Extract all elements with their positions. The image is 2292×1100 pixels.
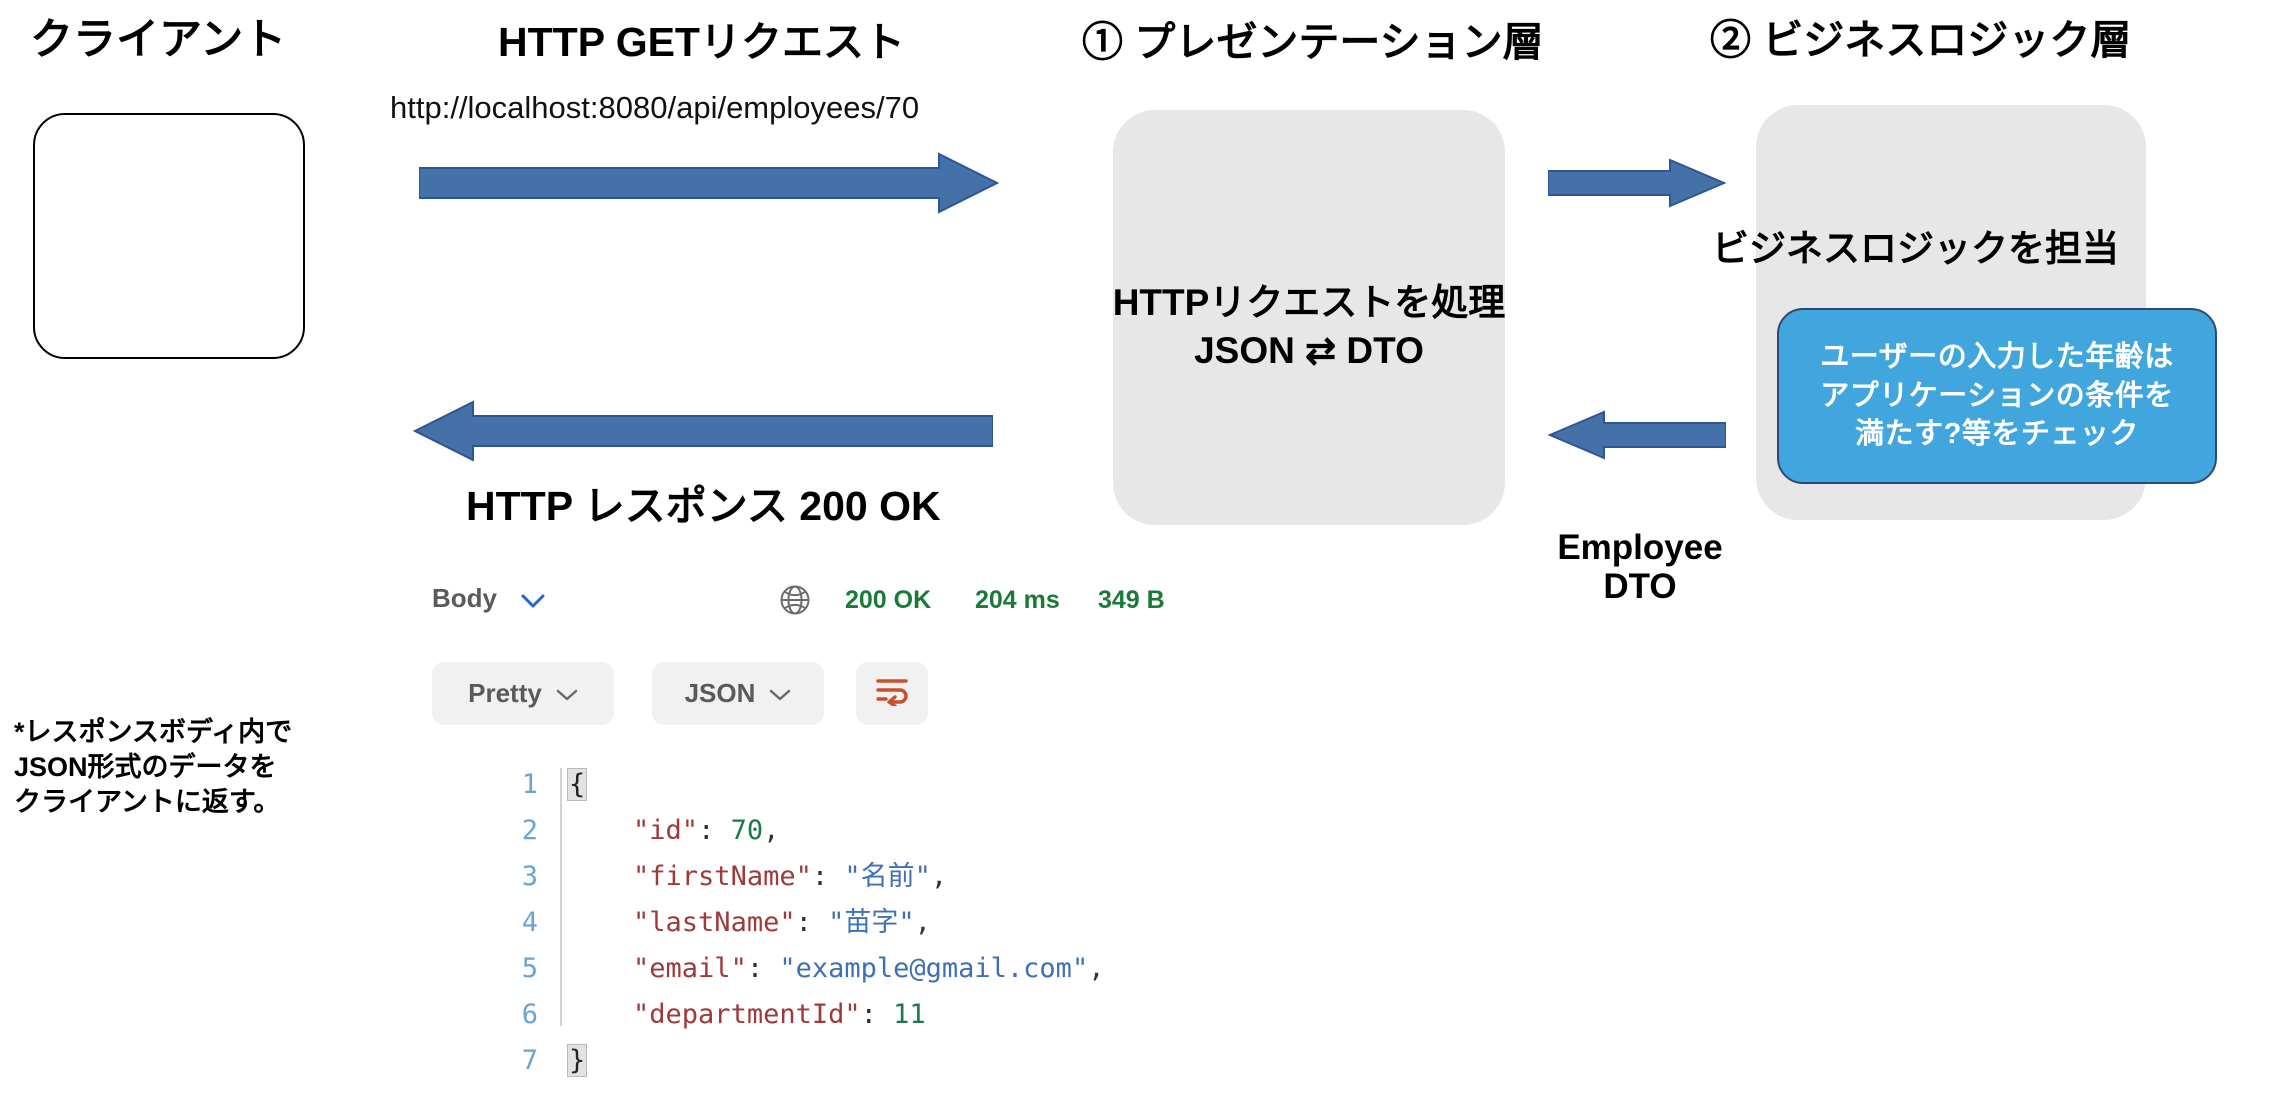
- json-string-value: "名前": [844, 861, 931, 892]
- word-wrap-icon: [874, 674, 910, 713]
- client-box: [33, 113, 305, 359]
- json-colon: :: [698, 815, 731, 846]
- layer-1-body-line-2: JSON ⇄ DTO: [1194, 330, 1424, 371]
- line-number-gutter: 1 2 3 4 5 6 7: [472, 762, 538, 1084]
- json-comma: ,: [930, 861, 948, 892]
- callout-line-1: ユーザーの入力した年齢は: [1820, 340, 2174, 373]
- word-wrap-button[interactable]: [856, 662, 928, 725]
- chevron-down-icon: [769, 678, 791, 709]
- line-number: 3: [521, 861, 538, 892]
- json-brace: }: [566, 1044, 588, 1077]
- callout-line-2: アプリケーションの条件を: [1820, 379, 2174, 412]
- left-block-arrow-icon: [413, 400, 993, 462]
- json-comma: ,: [914, 907, 931, 938]
- layer-back-arrow: [1548, 410, 1726, 460]
- json-comma: ,: [1088, 953, 1105, 984]
- response-body-note: *レスポンスボディ内で JSON形式のデータを クライアントに返す。: [14, 717, 293, 818]
- language-select-value: JSON: [684, 678, 756, 708]
- json-code[interactable]: { "id": 70, "firstName": "名前", "lastName…: [566, 762, 1104, 1084]
- json-string-value: "苗字": [828, 907, 915, 938]
- json-key: "departmentId": [633, 999, 861, 1030]
- client-title: クライアント: [30, 16, 287, 64]
- right-block-arrow-icon: [1548, 158, 1726, 208]
- line-number: 4: [521, 907, 538, 938]
- json-key: "email": [633, 953, 747, 984]
- json-indent: [568, 907, 633, 938]
- validation-callout: ユーザーの入力した年齢は アプリケーションの条件を 満たす?等をチェック: [1777, 308, 2217, 484]
- employee-dto-label: Employee DTO: [1540, 528, 1740, 606]
- json-key: "lastName": [633, 907, 796, 938]
- layer-1-body-line-1: HTTPリクエストを処理: [1112, 282, 1506, 323]
- json-line: "firstName": "名前",: [568, 854, 1104, 900]
- request-arrow: [419, 152, 999, 214]
- json-indent: [568, 953, 633, 984]
- request-url: http://localhost:8080/api/employees/70: [390, 90, 920, 125]
- json-line: {: [566, 762, 1104, 808]
- json-indent: [568, 815, 633, 846]
- employee-dto-line-1: Employee: [1557, 528, 1723, 567]
- body-tab-label: Body: [432, 583, 497, 613]
- json-colon: :: [860, 999, 894, 1030]
- json-key: "id": [633, 815, 699, 846]
- json-comma: ,: [763, 815, 780, 846]
- layer-1-box: [1113, 110, 1505, 525]
- json-number-value: 11: [893, 999, 926, 1030]
- layer-forward-arrow: [1548, 158, 1726, 208]
- json-colon: :: [811, 861, 845, 892]
- response-time: 204 ms: [975, 586, 1060, 614]
- body-tab[interactable]: Body: [432, 583, 546, 616]
- json-viewer[interactable]: 1 2 3 4 5 6 7 { "id": 70, "firstName": "名前", "…: [472, 762, 1232, 1092]
- status-code: 200 OK: [845, 586, 932, 614]
- json-indent: [568, 999, 633, 1030]
- callout-line-3: 満たす?等をチェック: [1855, 418, 2139, 451]
- chevron-down-icon: [556, 678, 578, 709]
- json-line: "lastName": "苗字",: [568, 900, 1104, 946]
- gutter-divider: [560, 768, 562, 1026]
- line-number: 2: [521, 815, 538, 846]
- language-select[interactable]: JSON: [652, 662, 824, 725]
- json-number-value: 70: [730, 815, 764, 846]
- json-line: "email": "example@gmail.com",: [568, 946, 1104, 992]
- response-size: 349 B: [1098, 586, 1165, 614]
- json-key: "firstName": [633, 861, 812, 892]
- json-brace: {: [566, 768, 588, 801]
- json-line: "id": 70,: [568, 808, 1104, 854]
- line-number: 7: [521, 1045, 538, 1076]
- format-select-value: Pretty: [468, 678, 542, 708]
- line-number: 1: [521, 769, 538, 800]
- json-colon: :: [795, 907, 829, 938]
- globe-icon: [778, 583, 812, 622]
- json-line: }: [566, 1038, 1104, 1084]
- left-block-arrow-icon: [1548, 410, 1726, 460]
- json-string-value: "example@gmail.com": [779, 953, 1089, 984]
- right-block-arrow-icon: [419, 152, 999, 214]
- layer-2-body-line-1: ビジネスロジックを担当: [1712, 228, 2119, 269]
- json-indent: [568, 861, 633, 892]
- json-line: "departmentId": 11: [568, 992, 1104, 1038]
- line-number: 5: [521, 953, 538, 984]
- response-title: HTTP レスポンス 200 OK: [466, 483, 941, 529]
- layer-2-heading: ② ビジネスロジック層: [1710, 17, 2132, 63]
- response-arrow: [413, 400, 993, 462]
- request-title: HTTP GETリクエスト: [498, 19, 905, 65]
- employee-dto-line-2: DTO: [1603, 567, 1677, 607]
- format-select[interactable]: Pretty: [432, 662, 614, 725]
- json-colon: :: [746, 953, 780, 984]
- layer-1-heading: ① プレゼンテーション層: [1082, 19, 1544, 65]
- chevron-down-icon: [520, 585, 546, 616]
- line-number: 6: [521, 999, 538, 1030]
